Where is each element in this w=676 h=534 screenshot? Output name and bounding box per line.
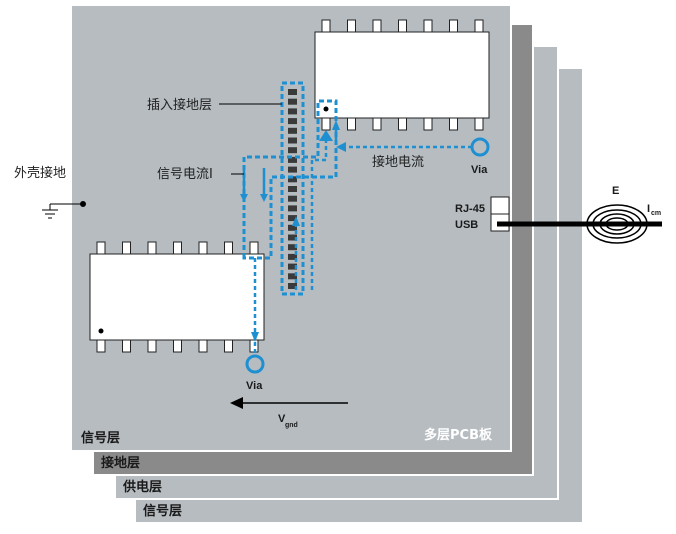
signal-current-label: 信号电流I xyxy=(157,167,213,182)
ground-current-label: 接地电流 xyxy=(372,154,424,170)
chip-pin xyxy=(372,19,382,33)
board-name: 多层PCB板 xyxy=(424,427,493,443)
via-square xyxy=(288,263,297,270)
chip-pin xyxy=(474,19,484,33)
chip-pin xyxy=(198,241,208,255)
via-square xyxy=(288,224,297,231)
chip-pin xyxy=(96,241,106,255)
vgnd-sub: gnd xyxy=(285,422,298,429)
via-top xyxy=(470,137,490,157)
current-paths xyxy=(240,99,490,374)
via-square xyxy=(288,234,297,241)
signal-current-frame xyxy=(242,99,338,260)
layer-2-label: 接地层 xyxy=(101,455,140,471)
via-square xyxy=(288,205,297,212)
current-i-sub: cm xyxy=(651,210,661,217)
via-square xyxy=(288,137,297,144)
chip-pin xyxy=(449,19,458,33)
via-square xyxy=(288,166,297,173)
chip-pin xyxy=(398,117,407,131)
insert-ground-layer-label: 插入接地层 xyxy=(147,97,212,113)
via-square xyxy=(288,283,297,289)
connector-label-usb: USB xyxy=(455,219,478,231)
via-square xyxy=(288,186,297,192)
chip-pin xyxy=(147,339,157,353)
layer-3-label: 供电层 xyxy=(122,479,162,495)
chip-pin xyxy=(321,117,331,131)
return-path-col xyxy=(310,138,328,290)
layer-4-label: 信号层 xyxy=(143,503,182,519)
chip-pin xyxy=(122,339,131,353)
connector-label-rj45: RJ-45 xyxy=(455,203,485,215)
chip-pin xyxy=(474,117,484,131)
em-field-icon xyxy=(586,204,648,244)
via-square xyxy=(288,98,297,105)
via-square xyxy=(288,195,297,202)
chip-bottom xyxy=(89,241,265,353)
chip-pin xyxy=(347,19,356,33)
chip-pin xyxy=(423,19,433,33)
chip-pin xyxy=(173,241,182,255)
ground-insert-strip xyxy=(280,81,305,296)
chip-top xyxy=(314,19,490,131)
chip-pin xyxy=(198,339,208,353)
vgnd-label: V xyxy=(278,413,286,425)
via-square xyxy=(288,89,297,95)
via-square xyxy=(288,147,297,154)
layer-1-label: 信号层 xyxy=(81,430,120,446)
chip-pin xyxy=(224,339,233,353)
via-square xyxy=(288,127,297,134)
chip-pin xyxy=(449,117,458,131)
ground-symbol-icon xyxy=(42,201,86,219)
via-square xyxy=(288,156,297,163)
chip-pin xyxy=(321,19,331,33)
chip-pin xyxy=(147,241,157,255)
via-square xyxy=(288,118,297,125)
chip-pin xyxy=(249,241,259,255)
chip-pin xyxy=(96,339,106,353)
chip-pin xyxy=(173,339,182,353)
chip-pin xyxy=(122,241,131,255)
chip-pin xyxy=(372,117,382,131)
current-i-label: I xyxy=(647,203,650,215)
via-square xyxy=(288,273,297,280)
via-top-label: Via xyxy=(471,164,488,176)
field-e-label: E xyxy=(612,185,619,197)
chip-pin xyxy=(398,19,407,33)
via-bottom-label: Via xyxy=(246,380,263,392)
chip-pin xyxy=(423,117,433,131)
chip-pin xyxy=(224,241,233,255)
via-bottom xyxy=(245,354,265,374)
via-square xyxy=(288,215,297,222)
via-square xyxy=(288,176,297,183)
chip-pin xyxy=(347,117,356,131)
chassis-ground-label: 外壳接地 xyxy=(14,165,66,181)
via-square xyxy=(288,244,297,251)
via-square xyxy=(288,253,297,260)
via-square xyxy=(288,108,297,115)
